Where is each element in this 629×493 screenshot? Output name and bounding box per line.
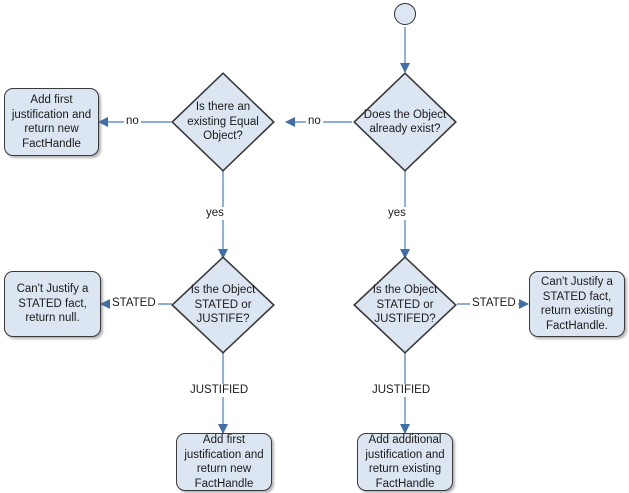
edge-label-equal-yes: yes: [204, 207, 226, 220]
decision-existing-equal-object[interactable]: Is there an existing Equal Object?: [171, 72, 275, 172]
box-add-first-justification-return-new-bottom[interactable]: Add first justification and return new F…: [176, 433, 272, 491]
start-node[interactable]: [394, 3, 416, 25]
edge-label-exists-yes: yes: [386, 207, 408, 220]
box-cant-justify-return-existing-facthandle[interactable]: Can't Justify a STATED fact, return exis…: [529, 271, 625, 337]
edge-label-stateleft-justified: JUSTIFIED: [188, 384, 251, 397]
edge-label-exists-no: no: [306, 115, 323, 128]
decision-object-stated-or-justified-right[interactable]: Is the Object STATED or JUSTIFED?: [353, 256, 457, 354]
diamond-shape: [353, 256, 457, 354]
edge-label-stateleft-stated: STATED: [110, 297, 158, 310]
diamond-shape: [171, 72, 275, 172]
box-add-first-justification-return-new-top[interactable]: Add first justification and return new F…: [4, 88, 99, 156]
decision-does-object-exist[interactable]: Does the Object already exist?: [353, 72, 457, 172]
decision-object-stated-or-justified-left[interactable]: Is the Object STATED or JUSTIFE?: [171, 256, 275, 354]
diamond-shape: [353, 72, 457, 172]
edge-label-stateright-stated: STATED: [470, 297, 518, 310]
edge-label-stateright-justified: JUSTIFIED: [370, 384, 433, 397]
box-add-additional-justification-return-existing[interactable]: Add additional justification and return …: [357, 433, 453, 491]
box-cant-justify-return-null[interactable]: Can't Justify a STATED fact, return null…: [4, 271, 101, 337]
diamond-shape: [171, 256, 275, 354]
edge-label-equal-no: no: [124, 115, 141, 128]
